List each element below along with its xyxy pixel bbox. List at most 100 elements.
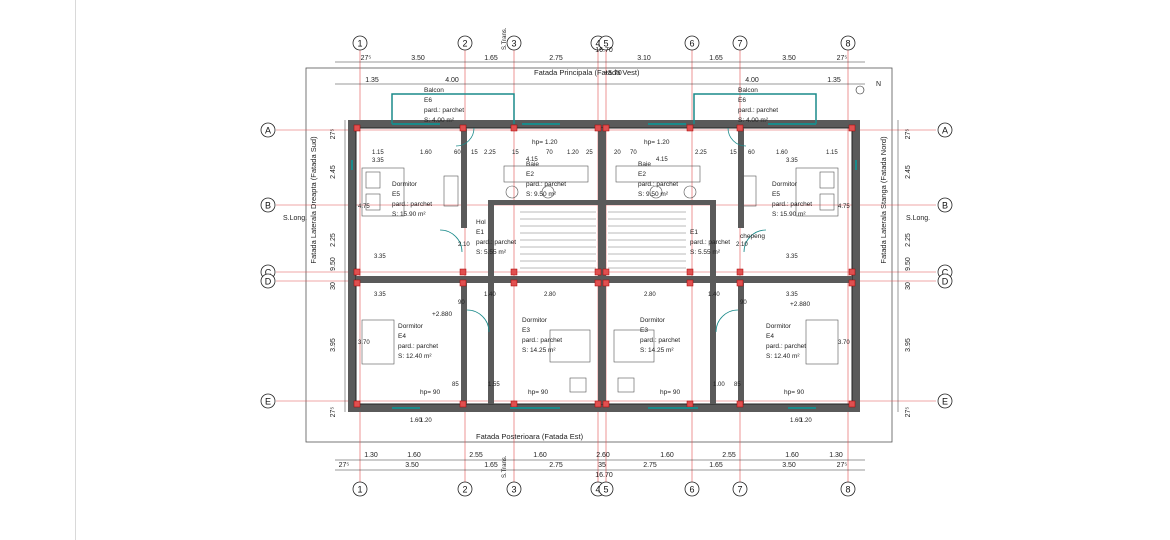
facade-top: Fatada Principala (Fatada Vest) bbox=[534, 68, 640, 77]
dim-bottom2-6: 1.65 bbox=[709, 462, 723, 469]
room-6-line-0: Hol bbox=[476, 219, 486, 226]
north-arrow-icon bbox=[855, 85, 865, 95]
dim-bottom-2: 2.55 bbox=[469, 452, 483, 459]
axis-bubble-D-right: D bbox=[937, 273, 953, 289]
interior-dim-9: 25 bbox=[586, 150, 593, 156]
dim-right-6: 27⁵ bbox=[905, 407, 912, 418]
level-right: +2.880 bbox=[790, 301, 810, 308]
room-10-line-3: S: 14.25 m² bbox=[522, 347, 556, 354]
interior-dim-40: 1.55 bbox=[488, 382, 500, 388]
svg-text:8: 8 bbox=[845, 39, 850, 49]
dim-left-6: 27⁵ bbox=[330, 407, 337, 418]
level-left: +2.880 bbox=[432, 311, 452, 318]
room-9-line-1: E4 bbox=[766, 333, 774, 340]
axis-bubble-8-top: 8 bbox=[840, 35, 856, 51]
dim-right-3: 9.50 bbox=[905, 257, 912, 271]
dim-bottom2-3: 2.75 bbox=[549, 462, 563, 469]
svg-text:3: 3 bbox=[511, 485, 516, 495]
axis-bubble-2-top: 2 bbox=[457, 35, 473, 51]
room-6-line-3: S: 5.55 m² bbox=[476, 249, 507, 256]
svg-text:C: C bbox=[265, 268, 272, 278]
dim-left-5: 3.95 bbox=[330, 338, 337, 352]
room-8-line-3: S: 12.40 m² bbox=[398, 353, 432, 360]
hp-bottom-1: hp= 90 bbox=[660, 389, 680, 396]
room-5-line-0: Baie bbox=[638, 161, 651, 168]
interior-dim-30: 3.35 bbox=[374, 292, 386, 298]
interior-dim-3: 15 bbox=[471, 150, 478, 156]
room-2-line-2: pard.: parchet bbox=[392, 201, 432, 208]
dim-bottom-8: 1.30 bbox=[829, 452, 843, 459]
interior-walls bbox=[356, 128, 852, 404]
svg-text:1: 1 bbox=[357, 485, 362, 495]
interior-dim-19: 3.35 bbox=[786, 158, 798, 164]
dim-top-2: 1.65 bbox=[484, 55, 498, 62]
dim-bottom2-0: 27⁵ bbox=[339, 462, 350, 469]
room-3-line-2: pard.: parchet bbox=[772, 201, 812, 208]
drawing-frame bbox=[305, 67, 893, 443]
interior-dim-10: 20 bbox=[614, 150, 621, 156]
svg-text:E: E bbox=[942, 397, 948, 407]
interior-dim-8: 1.20 bbox=[567, 150, 579, 156]
interior-dim-31: 3.35 bbox=[786, 292, 798, 298]
dim-left-2: 2.25 bbox=[330, 233, 337, 247]
dim-top-1: 3.50 bbox=[411, 55, 425, 62]
axis-bubble-2-bottom: 2 bbox=[457, 481, 473, 497]
svg-text:B: B bbox=[942, 201, 948, 211]
room-2-line-0: Dormitor bbox=[392, 181, 418, 188]
dim-bottom-6: 2.55 bbox=[722, 452, 736, 459]
interior-dim-4: 2.25 bbox=[484, 150, 496, 156]
dim-left-1: 2.45 bbox=[330, 165, 337, 179]
dim-bottom2-2: 1.65 bbox=[484, 462, 498, 469]
dim-right-1: 2.45 bbox=[905, 165, 912, 179]
chepeng-label: chepeng bbox=[740, 233, 765, 240]
windows bbox=[351, 123, 857, 409]
room-7-line-1: pard.: parchet bbox=[690, 239, 730, 246]
room-0-line-2: pard.: parchet bbox=[424, 107, 464, 114]
section-long-left: S.Long. bbox=[283, 215, 307, 222]
svg-text:A: A bbox=[265, 126, 271, 136]
interior-dim-39: 1.20 bbox=[800, 418, 812, 424]
dim-bottom2-7: 3.50 bbox=[782, 462, 796, 469]
interior-dim-32: 3.70 bbox=[358, 340, 370, 346]
room-0-line-1: E6 bbox=[424, 97, 432, 104]
room-2-line-3: S: 15.90 m² bbox=[392, 211, 426, 218]
furniture bbox=[361, 165, 839, 393]
room-11-line-2: pard.: parchet bbox=[640, 337, 680, 344]
interior-dim-21: 3.35 bbox=[786, 254, 798, 260]
dim-top2-2: 4.00 bbox=[745, 77, 759, 84]
axis-bubble-6-top: 6 bbox=[684, 35, 700, 51]
room-4-line-3: S: 9.50 m² bbox=[526, 191, 557, 198]
dim-right-2: 2.25 bbox=[905, 233, 912, 247]
svg-text:3: 3 bbox=[511, 39, 516, 49]
dim-right-5: 3.95 bbox=[905, 338, 912, 352]
left-panel bbox=[0, 0, 76, 540]
room-1-line-3: S: 4.00 m² bbox=[738, 117, 769, 124]
svg-text:D: D bbox=[265, 277, 272, 287]
svg-text:E: E bbox=[265, 397, 271, 407]
room-8-line-1: E4 bbox=[398, 333, 406, 340]
svg-text:A: A bbox=[942, 126, 948, 136]
facade-left: Fatada Laterala Dreapta (Fatada Sud) bbox=[309, 136, 318, 264]
dim-bottom2-8: 27⁵ bbox=[837, 462, 848, 469]
svg-text:5: 5 bbox=[603, 39, 608, 49]
dim-bottom-total: 16.70 bbox=[595, 472, 613, 479]
interior-dim-18: 3.35 bbox=[372, 158, 384, 164]
interior-dim-42: 85 bbox=[452, 382, 459, 388]
dim-top-7: 27⁵ bbox=[837, 55, 848, 62]
room-0-line-0: Balcon bbox=[424, 87, 444, 94]
interior-dim-2: 60 bbox=[454, 150, 461, 156]
room-1-line-0: Balcon bbox=[738, 87, 758, 94]
room-11-line-0: Dormitor bbox=[640, 317, 666, 324]
interior-dim-35: 4.75 bbox=[838, 204, 850, 210]
dim-bottom2-5: 2.75 bbox=[643, 462, 657, 469]
room-6-line-2: pard.: parchet bbox=[476, 239, 516, 246]
room-8-line-2: pard.: parchet bbox=[398, 343, 438, 350]
room-6-line-1: E1 bbox=[476, 229, 484, 236]
axis-bubble-1-bottom: 1 bbox=[352, 481, 368, 497]
interior-dim-1: 1.60 bbox=[420, 150, 432, 156]
svg-text:7: 7 bbox=[737, 485, 742, 495]
axis-bubble-7-top: 7 bbox=[732, 35, 748, 51]
dim-left-4: 30 bbox=[330, 282, 337, 290]
